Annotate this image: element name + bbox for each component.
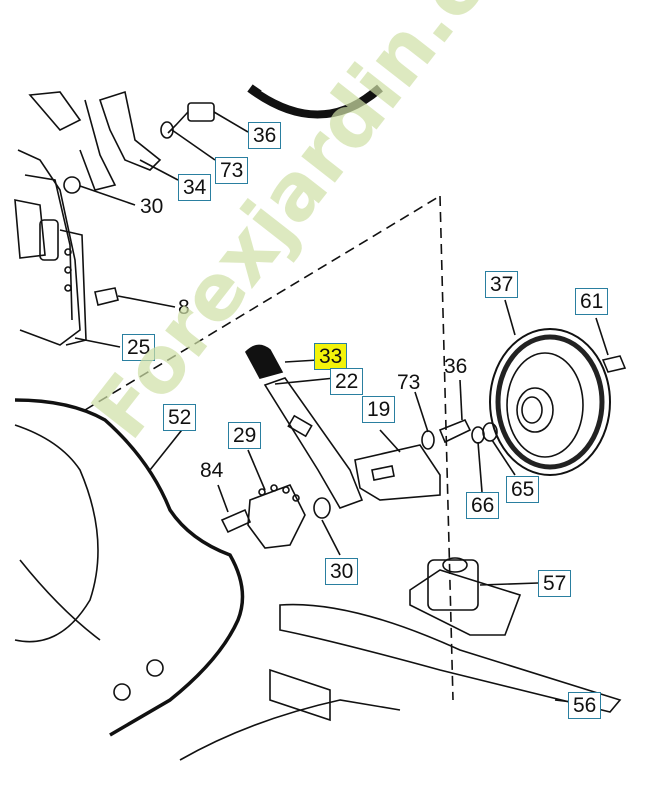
callout-61: 61 [575, 288, 609, 315]
motor-mount-57 [409, 557, 539, 636]
callout-84: 84 [200, 459, 224, 482]
lever-22 [263, 377, 364, 509]
callout-30-bottom: 30 [325, 558, 359, 585]
callout-22: 22 [330, 368, 364, 395]
callout-56: 56 [568, 692, 602, 719]
washer-30-top [63, 176, 81, 194]
nut-61 [601, 355, 627, 373]
blade [279, 603, 622, 713]
callout-36-right: 36 [444, 355, 468, 378]
washer-65 [482, 422, 498, 442]
deck-outline [14, 398, 245, 737]
washer-30-bottom [313, 497, 331, 519]
callout-57: 57 [538, 570, 572, 597]
washer-73 [421, 430, 435, 450]
nut-bottom-2 [113, 683, 131, 701]
callout-30-top: 30 [140, 195, 164, 218]
callout-73-top: 73 [215, 157, 249, 184]
handle-33 [245, 344, 284, 379]
washer-66 [471, 426, 485, 444]
top-wheel [247, 84, 383, 119]
wheel-37 [489, 328, 611, 476]
callout-29: 29 [228, 422, 262, 449]
callout-36-top: 36 [248, 122, 282, 149]
callout-8: 8 [178, 296, 190, 319]
callout-65: 65 [506, 476, 540, 503]
callout-33: 33 [314, 343, 348, 370]
bolt-36-top [160, 102, 215, 139]
callout-73-right: 73 [397, 371, 421, 394]
height-adjust-assembly [14, 90, 162, 346]
callout-25: 25 [122, 334, 156, 361]
bracket-19 [354, 444, 441, 501]
callout-34: 34 [178, 174, 212, 201]
callout-37: 37 [485, 271, 519, 298]
callout-66: 66 [466, 492, 500, 519]
adjuster-plate-29 [247, 483, 306, 549]
callout-19: 19 [362, 396, 396, 423]
nut-bottom-1 [146, 659, 164, 677]
callout-52: 52 [163, 404, 197, 431]
bolt-8 [94, 287, 119, 306]
bolt-36-right [438, 418, 472, 444]
bolt-84 [220, 508, 252, 534]
